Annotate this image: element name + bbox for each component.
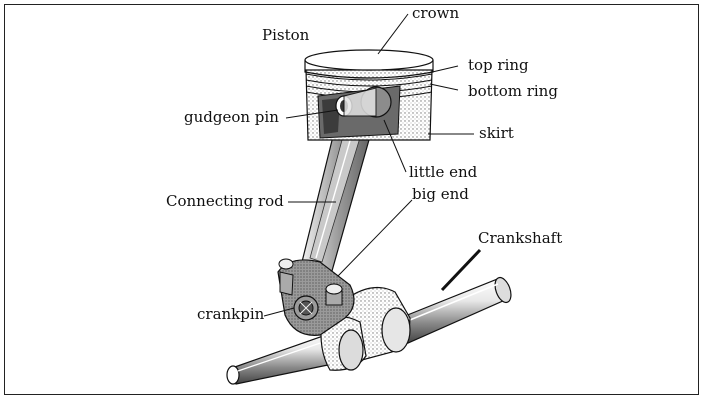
label-skirt: skirt — [479, 124, 514, 142]
big-end-cap — [277, 258, 355, 336]
diagram-frame — [4, 4, 699, 395]
crank-web-left — [320, 315, 367, 371]
label-bottom-ring: bottom ring — [468, 82, 558, 100]
label-crown: crown — [412, 4, 460, 22]
label-gudgeon-pin: gudgeon pin — [184, 108, 279, 126]
label-little-end: little end — [409, 163, 478, 181]
leader-lines — [263, 13, 482, 317]
label-crankshaft: Crankshaft — [478, 229, 563, 247]
label-big-end: big end — [412, 185, 469, 203]
label-top-ring: top ring — [468, 56, 529, 74]
piston-body — [304, 49, 434, 141]
crankshaft-shaft — [399, 276, 512, 344]
label-crankpin: crankpin — [197, 305, 265, 323]
label-piston: Piston — [262, 26, 310, 44]
label-connecting-rod: Connecting rod — [166, 192, 284, 210]
